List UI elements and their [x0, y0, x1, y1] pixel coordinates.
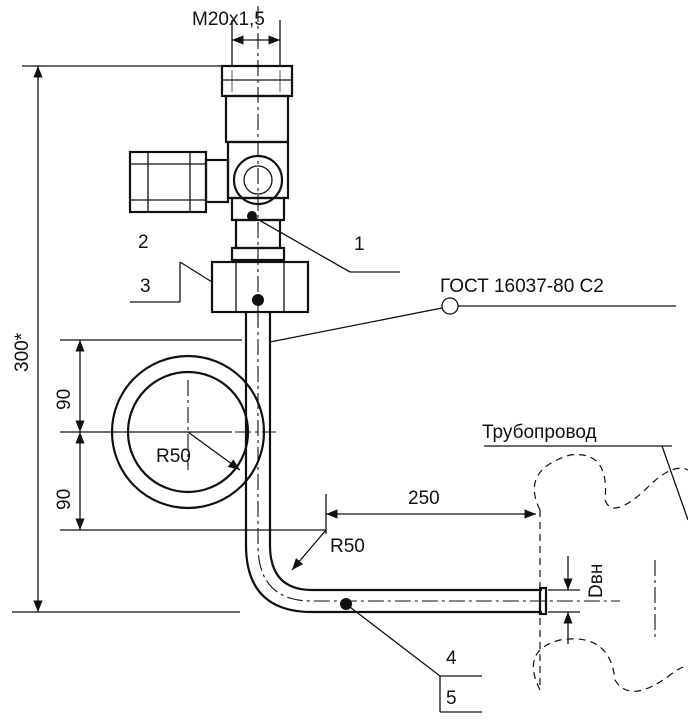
height-label: 300*: [12, 332, 33, 372]
loop-upper-label: 90: [54, 389, 75, 410]
valve-assembly: [128, 6, 310, 330]
inner-diameter-dimension: Dвн: [548, 556, 607, 644]
standard-label: ГОСТ 16037-80 С2: [440, 276, 604, 297]
standard-callout: ГОСТ 16037-80 С2: [269, 276, 676, 343]
run-length-dimension: 250: [325, 488, 536, 534]
pipeline-label: Трубопровод: [482, 422, 597, 443]
run-length-label: 250: [408, 488, 440, 509]
loop-lower-label: 90: [54, 489, 75, 510]
callout-4: 4: [446, 648, 457, 669]
thread-dimension: М20х1,5: [192, 9, 281, 66]
thread-label: М20х1,5: [192, 9, 265, 30]
callout-1: 1: [354, 234, 365, 255]
loop-radius-label: R50: [156, 446, 191, 467]
callout-3: 3: [140, 276, 151, 297]
height-dimension: 300*: [12, 65, 240, 613]
impulse-pipe: [100, 312, 620, 616]
radius-dimensions: R50 R50: [156, 431, 365, 571]
inner-diameter-label: Dвн: [586, 564, 607, 598]
part-callouts: 1 2 3 4 5: [130, 215, 482, 713]
callout-2: 2: [138, 232, 149, 253]
loop-dimensions: 90 90: [54, 339, 326, 531]
bend-radius-label: R50: [330, 536, 365, 557]
pipeline-outline: Трубопровод: [482, 422, 688, 692]
callout-5: 5: [446, 688, 457, 709]
